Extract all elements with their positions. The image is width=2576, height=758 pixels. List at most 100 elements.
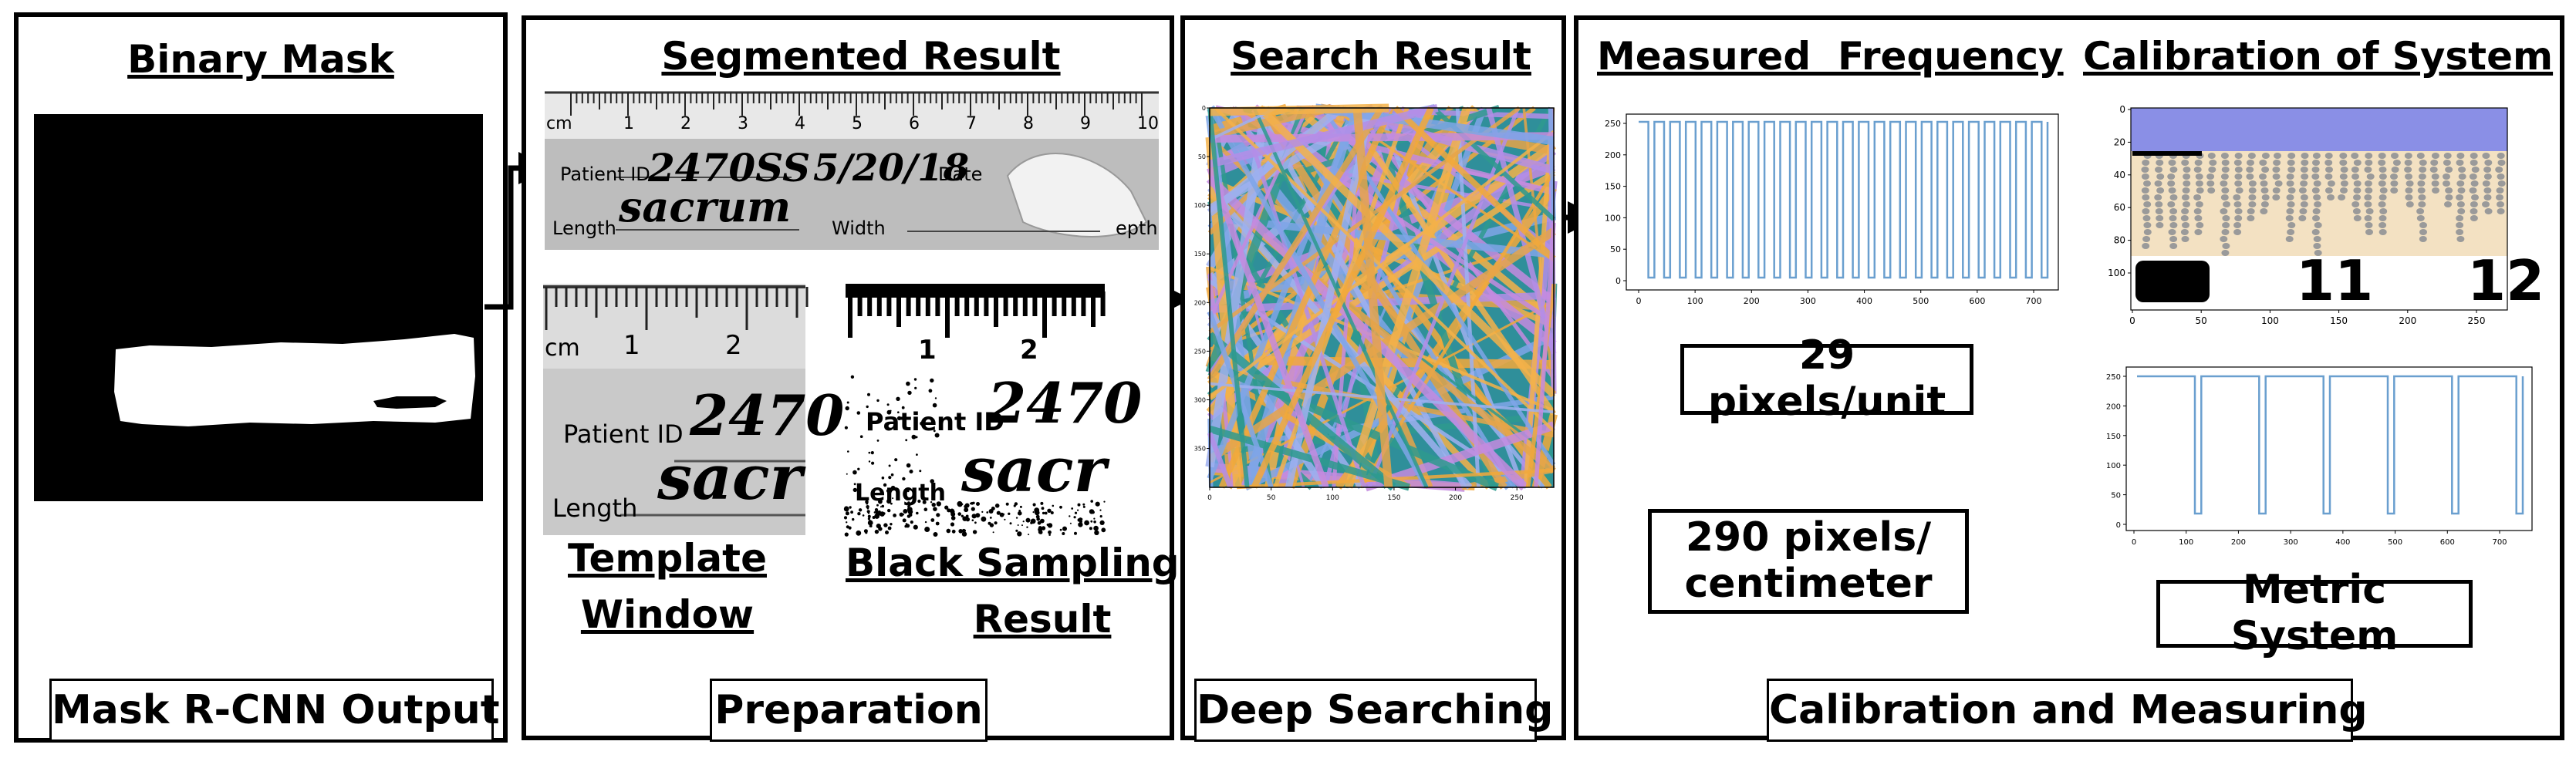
sampling-noise — [947, 508, 951, 513]
calibration-mark — [2378, 167, 2387, 173]
calibration-mark — [2311, 187, 2320, 194]
calibration-mark — [2405, 194, 2413, 200]
calibration-mark — [2327, 194, 2335, 200]
calibration-mark — [2141, 187, 2149, 194]
sampling-noise — [1035, 510, 1040, 516]
calibration-mark — [2286, 194, 2294, 200]
calibration-mark — [2443, 160, 2451, 166]
calibration-mark — [2195, 173, 2203, 180]
calibration-mark — [2364, 201, 2372, 207]
sampling-noise — [869, 517, 871, 519]
sampling-noise — [989, 523, 994, 527]
x-tick-label: 0 — [1636, 296, 1642, 306]
calibration-mark — [2221, 229, 2230, 235]
sampling-noise — [972, 514, 977, 518]
calibration-mark — [2169, 215, 2177, 221]
calibration-mark — [2273, 160, 2281, 166]
sampling-noise — [1077, 509, 1079, 511]
template-ruler-drawing — [543, 284, 809, 517]
calibration-mark — [2405, 187, 2413, 194]
sampling-noise — [890, 473, 894, 477]
calibration-mark — [2272, 194, 2281, 200]
sampling-noise — [871, 461, 875, 465]
sampling-noise — [1005, 502, 1009, 506]
calibration-mark — [2183, 173, 2191, 180]
calibration-mark — [2313, 180, 2321, 187]
x-tick-label: 500 — [2388, 538, 2402, 547]
search-line — [1364, 421, 1555, 492]
sampling-noise — [876, 440, 879, 442]
search-y-label: 100 — [1194, 202, 1206, 209]
sampling-noise — [1036, 517, 1040, 521]
sampling-noise — [916, 453, 918, 456]
calibration-mark — [2167, 180, 2176, 187]
sampling-noise — [964, 529, 966, 532]
calibration-mark — [2169, 208, 2178, 214]
sampling-noise — [976, 502, 980, 506]
sampling-noise — [1015, 529, 1018, 532]
calibration-mark — [2391, 153, 2399, 159]
calibration-mark — [2247, 208, 2255, 214]
x-tick-label: 250 — [2468, 315, 2486, 326]
search-y-label: 0 — [1202, 105, 1206, 112]
calibration-mark — [2233, 194, 2241, 200]
search-x-label: 200 — [1449, 494, 1462, 502]
sampling-noise — [913, 524, 918, 530]
calibration-mark — [2314, 250, 2322, 256]
handwritten-id: 2470SS — [648, 145, 811, 190]
calibration-mark — [2365, 208, 2374, 214]
form-date: Date — [938, 163, 983, 185]
sampling-noise — [852, 487, 857, 493]
calibration-mark — [2457, 208, 2466, 214]
x-tick-label: 100 — [2261, 315, 2279, 326]
ruler-number: 9 — [1080, 114, 1091, 133]
calibration-mark — [2445, 187, 2453, 194]
calibration-mark — [2261, 167, 2270, 173]
search-y-label: 250 — [1194, 348, 1206, 355]
calibration-mark — [2181, 194, 2189, 200]
sampling-noise — [1074, 531, 1077, 535]
calibration-mark — [2142, 194, 2150, 200]
calibration-mark — [2404, 167, 2412, 173]
sampling-noise — [1082, 503, 1085, 506]
sampling-noise — [910, 520, 913, 524]
calibration-mark — [2469, 173, 2477, 180]
calibration-mark — [2406, 201, 2414, 207]
ruler-number: 10 — [1137, 114, 1159, 133]
sampling-noise — [843, 506, 849, 512]
calibration-mark — [2340, 187, 2348, 194]
calibration-mark — [2298, 187, 2307, 194]
calibration-mark — [2298, 215, 2307, 221]
calibration-mark — [2445, 194, 2453, 200]
segmented-result-title: Segmented Result — [661, 34, 1061, 79]
calibration-mark — [2207, 153, 2216, 159]
search-y-label: 50 — [1198, 153, 1206, 160]
calibration-mark — [2301, 153, 2309, 159]
calibration-mark — [2431, 173, 2439, 180]
calibration-mark — [2351, 173, 2359, 180]
sampling-noise — [903, 510, 906, 514]
calibration-mark — [2259, 173, 2267, 180]
sampling-noise — [924, 527, 930, 532]
calibration-mark — [2194, 160, 2203, 166]
calibration-mark — [2378, 194, 2387, 200]
calibration-mark — [2220, 208, 2228, 214]
sampling-noise — [926, 428, 928, 430]
calibration-mark — [2221, 187, 2230, 194]
sampling-noise — [868, 460, 871, 463]
sampling-noise — [887, 508, 891, 513]
ruler-number: 3 — [738, 114, 748, 133]
sampling-noise — [866, 502, 869, 505]
calibration-mark — [2311, 167, 2320, 173]
calibration-mark — [2169, 194, 2178, 200]
calibration-mark — [2338, 194, 2346, 200]
pixels-per-centimeter-box: 290 pixels/ centimeter — [1648, 509, 1969, 614]
calibration-mark — [2482, 153, 2490, 159]
sampling-noise — [875, 510, 879, 514]
calibration-mark — [2206, 173, 2215, 180]
calibration-mark — [2180, 229, 2189, 235]
sampling-noise — [866, 507, 869, 510]
sampling-noise — [930, 518, 935, 522]
